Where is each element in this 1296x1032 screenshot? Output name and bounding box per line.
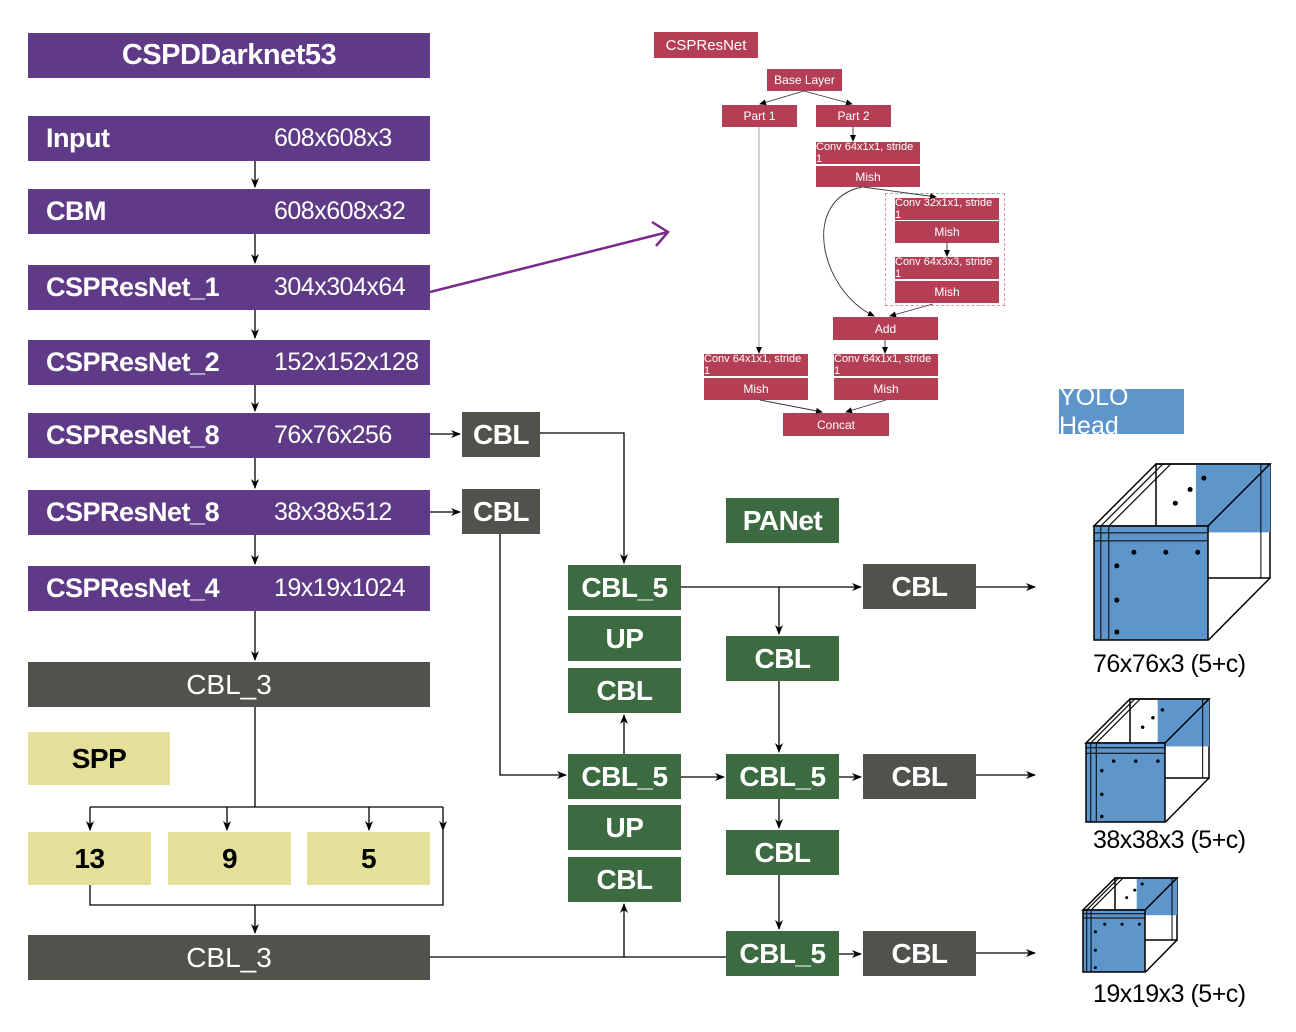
- layer-name: CSPResNet_8: [46, 497, 220, 527]
- layer-dims: 152x152x128: [274, 348, 419, 376]
- layer-dims: 38x38x512: [274, 498, 392, 526]
- spp-pool-9: 9: [168, 832, 291, 885]
- panet-cbl-3: CBL: [726, 636, 839, 681]
- callout-arrow: [429, 220, 670, 294]
- csp-conv-c: Conv 64x3x3, stride 1: [895, 256, 999, 280]
- csp-part2: Part 2: [816, 105, 891, 127]
- layer-dims: 76x76x256: [274, 421, 392, 449]
- feature-cube-76: [1092, 463, 1272, 641]
- layer-name: CSPResNet_1: [46, 272, 220, 302]
- layer-name: CBM: [46, 196, 107, 226]
- layer-name: Input: [46, 123, 110, 153]
- out-cbl-2: CBL: [863, 754, 976, 799]
- csp-mish-c: Mish: [895, 281, 999, 303]
- layer-cspresnet-4: CSPResNet_4 19x19x1024: [28, 566, 430, 611]
- layer-name: CSPResNet_8: [46, 420, 220, 450]
- yolo-output-76: 76x76x3 (5+c): [1093, 650, 1246, 678]
- layer-cspresnet-1: CSPResNet_1 304x304x64: [28, 265, 430, 310]
- layer-input: Input 608x608x3: [28, 116, 430, 161]
- layer-name: CSPResNet_4: [46, 573, 220, 603]
- cbl3-bottom: CBL_3: [28, 935, 430, 980]
- csp-mish-e: Mish: [834, 378, 938, 400]
- out-cbl-3: CBL: [863, 931, 976, 976]
- panet-up-2: UP: [568, 805, 681, 850]
- csp-base-layer: Base Layer: [767, 69, 842, 91]
- layer-dims: 304x304x64: [274, 273, 406, 301]
- csp-part1: Part 1: [722, 105, 797, 127]
- csp-conv-d: Conv 64x1x1, stride 1: [704, 353, 808, 377]
- csp-title: CSPResNet: [654, 32, 758, 58]
- backbone-title: CSPDDarknet53: [28, 33, 430, 78]
- panet-cbl-1: CBL: [568, 668, 681, 713]
- side-cbl-2: CBL: [462, 489, 540, 534]
- out-cbl-1: CBL: [863, 564, 976, 609]
- panet-up-1: UP: [568, 616, 681, 661]
- arrow: [759, 399, 823, 414]
- arrow: [540, 432, 628, 564]
- panet-cbl5-3: CBL_5: [726, 754, 839, 799]
- arrow: [759, 90, 805, 106]
- yolo-output-38: 38x38x3 (5+c): [1093, 826, 1246, 854]
- layer-cspresnet-2: CSPResNet_2 152x152x128: [28, 340, 430, 385]
- layer-dims: 608x608x32: [274, 197, 406, 225]
- feature-cube-19: [1081, 877, 1179, 973]
- panet-cbl-4: CBL: [726, 830, 839, 875]
- panet-cbl-2: CBL: [568, 857, 681, 902]
- arrow: [845, 399, 887, 414]
- layer-dims: 608x608x3: [274, 124, 392, 152]
- arrow: [499, 534, 567, 779]
- arrow: [823, 186, 875, 317]
- csp-conv-e: Conv 64x1x1, stride 1: [834, 353, 938, 377]
- layer-cspresnet-8a: CSPResNet_8 76x76x256: [28, 413, 430, 458]
- layer-cbm: CBM 608x608x32: [28, 189, 430, 234]
- panet-cbl5-2: CBL_5: [568, 754, 681, 799]
- csp-mish-b: Mish: [895, 221, 999, 243]
- spp-pool-5: 5: [307, 832, 430, 885]
- layer-dims: 19x19x1024: [274, 574, 406, 602]
- csp-add: Add: [833, 317, 938, 340]
- spp-pool-13: 13: [28, 832, 151, 885]
- csp-residual-group: [885, 193, 1005, 306]
- yolo-output-19: 19x19x3 (5+c): [1093, 980, 1246, 1008]
- panet-cbl5-1: CBL_5: [568, 565, 681, 610]
- layer-cspresnet-8b: CSPResNet_8 38x38x512: [28, 490, 430, 535]
- layer-name: CSPResNet_2: [46, 347, 220, 377]
- yolo-head-title: YOLO Head: [1059, 383, 1184, 440]
- csp-conv-a: Conv 64x1x1, stride 1: [816, 141, 920, 165]
- spp-title: SPP: [28, 732, 170, 785]
- cbl3-top: CBL_3: [28, 662, 430, 707]
- csp-mish-a: Mish: [816, 166, 920, 187]
- csp-mish-d: Mish: [704, 378, 808, 400]
- csp-conv-b: Conv 32x1x1, stride 1: [895, 197, 999, 221]
- panet-cbl5-4: CBL_5: [726, 931, 839, 976]
- feature-cube-38: [1084, 698, 1211, 823]
- side-cbl-1: CBL: [462, 412, 540, 457]
- csp-concat: Concat: [783, 413, 889, 436]
- arrow: [803, 90, 853, 106]
- panet-title: PANet: [726, 498, 839, 543]
